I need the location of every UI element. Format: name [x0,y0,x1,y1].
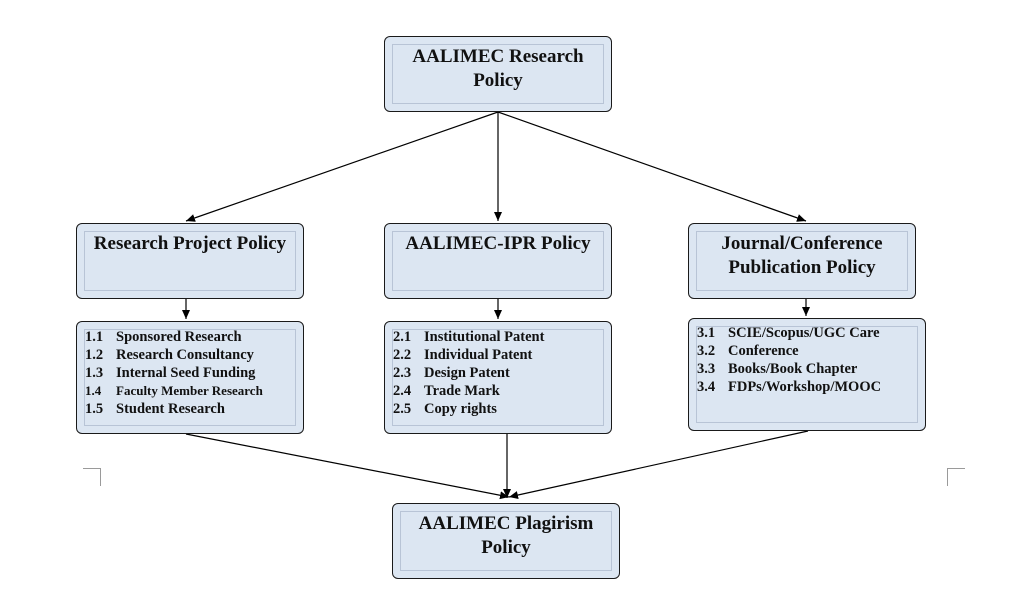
research-project-policy-title: Research Project Policy [93,233,287,254]
root-node-research-policy: AALIMEC Research Policy [384,36,612,112]
node-plagiarism-policy: AALIMEC Plagirism Policy [392,503,620,579]
node-research-project-policy: Research Project Policy [76,223,304,299]
root-node-title: AALIMEC Research Policy [412,46,584,91]
publication-policy-title: Journal/Conference Publication Policy [721,233,883,278]
node-ipr-policy: AALIMEC-IPR Policy [384,223,612,299]
arrow-root-to-publication [497,111,807,222]
arrow-publication-items-to-plagiarism [508,430,809,499]
plagiarism-policy-title: AALIMEC Plagirism Policy [418,513,594,558]
node-publication-policy: Journal/Conference Publication Policy [688,223,916,299]
page-corner-mark-left [83,468,101,486]
arrow-research-items-to-plagiarism [185,433,510,500]
arrow-root-to-research-project [185,111,499,222]
page-corner-mark-right [947,468,965,486]
ipr-policy-title: AALIMEC-IPR Policy [405,233,591,254]
